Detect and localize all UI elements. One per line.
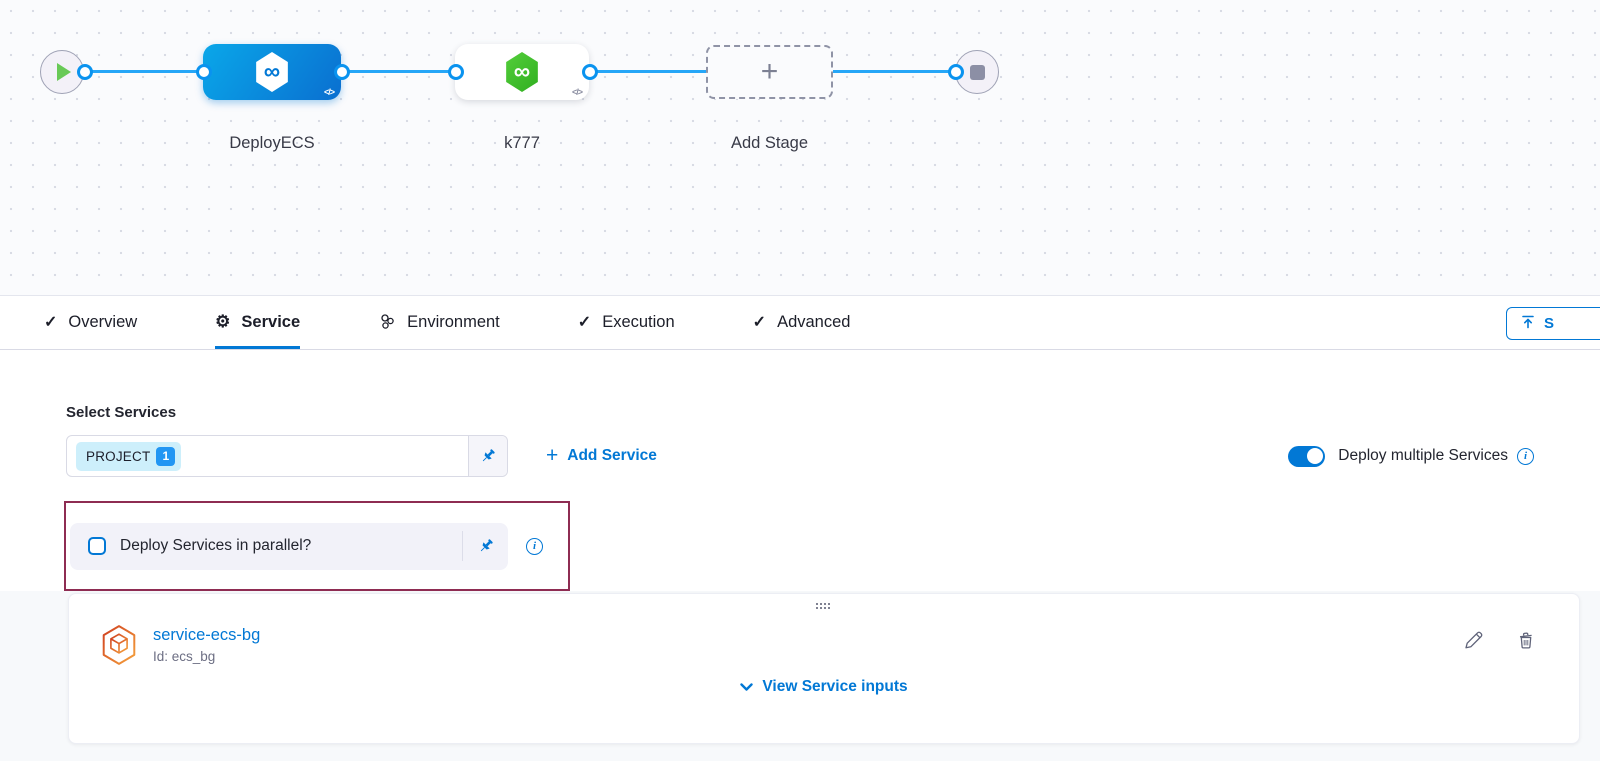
- check-icon: ✓: [44, 314, 58, 331]
- add-service-label: Add Service: [567, 447, 657, 464]
- pipeline-start-button[interactable]: [40, 50, 84, 94]
- stage-node-k777[interactable]: ∞ </>: [455, 44, 589, 100]
- deploy-parallel-row: Deploy Services in parallel?: [70, 522, 508, 570]
- tab-label: Overview: [68, 312, 138, 331]
- edit-service-icon[interactable]: [1462, 630, 1484, 652]
- toggle-knob: [1306, 448, 1323, 464]
- pipeline-canvas: ∞ </> ∞ </> + DeployECS k777 Add Stage: [0, 0, 1600, 296]
- connector-dot[interactable]: [448, 64, 464, 80]
- save-button[interactable]: S: [1506, 307, 1600, 340]
- services-list-area: service-ecs-bg Id: ecs_bg View Service i…: [0, 591, 1600, 761]
- deploy-parallel-label: Deploy Services in parallel?: [120, 537, 312, 554]
- chevron-down-icon: [740, 682, 754, 691]
- input-type-pin-button[interactable]: [468, 436, 507, 476]
- drag-handle-icon[interactable]: [816, 603, 832, 611]
- deploy-multiple-toggle[interactable]: [1288, 445, 1326, 467]
- tab-label: Advanced: [777, 312, 851, 331]
- pin-icon: [482, 449, 495, 462]
- harness-stage-icon: ∞: [506, 52, 538, 92]
- tab-environment[interactable]: Environment: [378, 296, 500, 349]
- gear-icon: ⚙: [215, 312, 231, 331]
- service-id-label: Id: ecs_bg: [153, 649, 216, 664]
- harness-stage-icon: ∞: [256, 52, 288, 92]
- stage-label-deployecs: DeployECS: [229, 134, 315, 152]
- pin-icon: [480, 539, 493, 552]
- tab-label: Execution: [602, 312, 675, 331]
- plus-icon: +: [760, 55, 779, 88]
- tab-overview[interactable]: ✓ Overview: [44, 296, 137, 349]
- deploy-parallel-checkbox[interactable]: [88, 537, 106, 555]
- connector-dot: [948, 64, 964, 80]
- stop-icon: [969, 64, 985, 80]
- select-services-label: Select Services: [66, 404, 177, 421]
- stage-tabbar: ✓ Overview ⚙ Service Environment ✓ Execu…: [0, 296, 1600, 350]
- view-service-inputs-link[interactable]: View Service inputs: [69, 678, 1579, 696]
- stage-node-deployecs[interactable]: ∞ </>: [203, 44, 341, 100]
- info-icon[interactable]: i: [1517, 447, 1534, 465]
- tab-label: Environment: [407, 312, 500, 331]
- check-icon: ✓: [752, 314, 767, 331]
- stage-label-k777: k777: [504, 134, 540, 152]
- delete-service-icon[interactable]: [1515, 630, 1537, 652]
- add-stage-button[interactable]: +: [706, 45, 833, 99]
- services-multiselect-input[interactable]: PROJECT 1: [66, 435, 508, 477]
- parallel-option-highlight-box: Deploy Services in parallel? i: [64, 501, 570, 591]
- input-type-pin-button[interactable]: [463, 523, 508, 570]
- tab-service[interactable]: ⚙ Service: [215, 296, 301, 349]
- info-icon[interactable]: i: [526, 537, 543, 555]
- service-tab-panel: Select Services PROJECT 1: [0, 404, 1600, 762]
- code-icon: </>: [571, 87, 583, 97]
- chip-label: PROJECT: [86, 448, 151, 464]
- connector-dot[interactable]: [196, 64, 212, 80]
- deploy-multiple-wrap: Deploy multiple Services i: [1288, 445, 1534, 467]
- service-summary: service-ecs-bg Id: ecs_bg: [101, 624, 260, 666]
- view-service-inputs-label: View Service inputs: [762, 678, 908, 695]
- ecs-service-icon: [102, 625, 136, 665]
- plus-icon: +: [546, 443, 559, 467]
- connector-dot[interactable]: [334, 64, 350, 80]
- service-controls-row: PROJECT 1 + Add Service: [66, 435, 1580, 477]
- add-service-button[interactable]: + Add Service: [546, 443, 657, 467]
- connector-dot: [77, 64, 93, 80]
- tab-execution[interactable]: ✓ Execution: [578, 296, 675, 349]
- tab-label: Service: [241, 312, 301, 331]
- play-icon: [57, 63, 71, 81]
- environment-icon: [378, 313, 396, 331]
- check-icon: ✓: [577, 314, 592, 331]
- divider: [462, 531, 463, 561]
- tab-advanced[interactable]: ✓ Advanced: [753, 296, 851, 349]
- save-button-label: S: [1544, 315, 1555, 332]
- deploy-multiple-label: Deploy multiple Services: [1338, 447, 1508, 464]
- code-icon: </>: [323, 87, 335, 97]
- selected-services-chips: PROJECT 1: [67, 436, 468, 476]
- chip-count-badge: 1: [156, 446, 176, 466]
- service-card: service-ecs-bg Id: ecs_bg View Service i…: [68, 593, 1580, 744]
- connector-dot[interactable]: [582, 64, 598, 80]
- service-chip-project[interactable]: PROJECT 1: [76, 441, 182, 471]
- service-name-link[interactable]: service-ecs-bg: [153, 626, 261, 644]
- add-stage-label: Add Stage: [730, 134, 809, 152]
- upload-icon: [1520, 314, 1536, 334]
